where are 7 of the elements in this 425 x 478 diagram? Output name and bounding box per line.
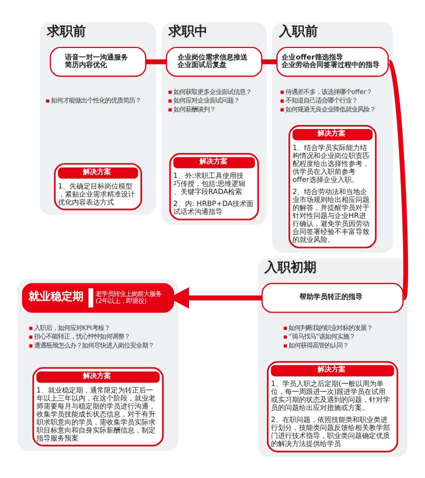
node-box: 语音一对一沟通服务 简历内容优化 xyxy=(50,46,146,76)
node-box: 企业岗位需求信息推送 企业面试后复盘 xyxy=(166,46,262,76)
connector xyxy=(387,60,408,298)
node-box: 帮助学员转正的指导 xyxy=(262,282,404,312)
node-box: 企业offer筛选指导 企业劳动合同签署过程中的指导 xyxy=(276,46,389,76)
connector xyxy=(262,58,277,64)
connector xyxy=(146,58,166,64)
